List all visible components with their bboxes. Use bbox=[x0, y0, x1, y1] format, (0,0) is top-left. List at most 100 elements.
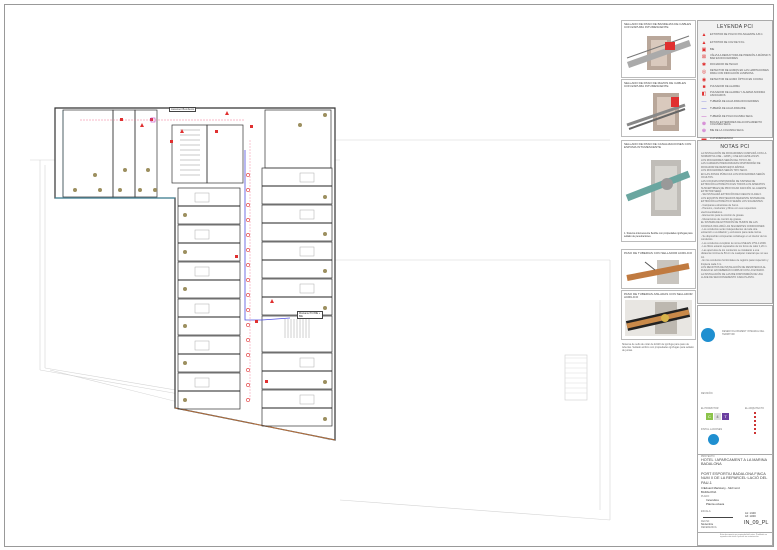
note-line: - En los conductos horizontales de regis… bbox=[701, 259, 769, 266]
plant bbox=[138, 188, 142, 192]
smoke-detector-icon bbox=[246, 338, 250, 342]
legend-item-label: ROCIADOR DE TECHO bbox=[710, 62, 739, 66]
smoke-detector-icon bbox=[246, 368, 250, 372]
legend-item: ◉DETECTOR DE HUMO ÓPTICO EN COCINA bbox=[698, 76, 772, 83]
plant bbox=[323, 417, 327, 421]
legend-item-label: PULSADOR DE ALARMA Y ALARMA SONORA ASOCI… bbox=[710, 91, 765, 97]
date-value: Noviembre bbox=[701, 523, 714, 526]
detail-caption: SELLADO DE PASO DE MAZOS DE CABLES CON E… bbox=[624, 81, 686, 89]
note-line: - Los conductos serán independientes de … bbox=[701, 227, 762, 235]
plant bbox=[183, 324, 187, 328]
site-stair bbox=[564, 354, 588, 401]
plan-name: Incendios bbox=[706, 498, 719, 502]
detail-caption: PASO DE TUBERIAS AISLADAS CON SELLADOR A… bbox=[624, 292, 693, 300]
note-line: - Se dispondrán compuertas cortafuego en… bbox=[701, 234, 767, 242]
smoke-detector-icon bbox=[246, 308, 250, 312]
note-line: LOS RECINTOS DE INSTALACIÓN DE RESISTENC… bbox=[701, 265, 766, 273]
detail-cable-tray: SELLADO DE PASO DE BANDEJAS DE CABLES CO… bbox=[621, 20, 696, 78]
legend-item: ⊠VÁLVULA REDUCTORA DE PRESIÓN A MÁXIMO 5… bbox=[698, 54, 772, 61]
smoke-detector-icon bbox=[246, 203, 250, 207]
alarm-button-icon bbox=[250, 125, 253, 128]
smoke-detector-icon bbox=[246, 173, 250, 177]
detail-image-cable-tray bbox=[626, 35, 691, 70]
extinguisher-icon bbox=[225, 111, 229, 115]
alarm-siren-icon: ◧ bbox=[701, 91, 707, 98]
plan-label-elevator: Ascensor Bomberos bbox=[169, 107, 197, 112]
plant bbox=[123, 168, 127, 172]
plan-floor: Planta octava bbox=[706, 502, 725, 506]
legend-item: ■PULSADOR DE ALARMA bbox=[698, 84, 772, 91]
dry-column-icon: ⊗ bbox=[701, 120, 707, 127]
dry-column-icon bbox=[150, 117, 156, 123]
plant bbox=[146, 168, 150, 172]
extinguisher-icon bbox=[270, 299, 274, 303]
smoke-detector-icon bbox=[246, 233, 250, 237]
detail-image-pipe-canal bbox=[625, 160, 691, 216]
notes-panel: NOTAS PCI LA INSTALACIÓN DE ROCIADORES C… bbox=[697, 140, 773, 304]
alarm-button-icon bbox=[120, 118, 123, 121]
scale-label: Escala: bbox=[701, 510, 712, 513]
facade-line bbox=[174, 407, 336, 441]
project-title: HOTEL I APARCAMENT A LA MARINA BADALONA bbox=[701, 458, 767, 467]
note-line: - Los filtros estarán separados de los f… bbox=[701, 245, 768, 249]
detail-image-pipe-acrylic bbox=[626, 260, 690, 284]
project-label: Proyecto: bbox=[701, 455, 716, 458]
footer-text: Este documento es propiedad del autor. P… bbox=[720, 534, 768, 539]
alarm-button-icon bbox=[215, 130, 218, 133]
extinguisher-icon bbox=[180, 129, 184, 133]
alarm-button-icon bbox=[170, 140, 173, 143]
smoke-detector-icon bbox=[246, 323, 250, 327]
detail-pipe-insulated: PASO DE TUBERIAS AISLADAS CON SELLADOR A… bbox=[621, 290, 696, 340]
plant bbox=[118, 188, 122, 192]
legend-item-label: EXTINTOR DE CO2 DE 5 KG bbox=[710, 40, 745, 44]
plant bbox=[323, 380, 327, 384]
scale-a3: A3: 1/200 bbox=[745, 515, 756, 518]
detail-caption: PASO DE TUBERIAS CON SELLADOR ACRILICO bbox=[624, 251, 693, 255]
scale-a1: A1: 1/100 bbox=[745, 512, 756, 515]
legend-item-label: DETECTOR DE HUMO ÓPTICO EN COCINA bbox=[710, 77, 763, 81]
legend-item: ✱ROCIADOR DE TECHO bbox=[698, 62, 772, 69]
extinguisher-co2-icon: ▲ bbox=[701, 39, 707, 46]
installer-logo bbox=[708, 434, 719, 445]
bed bbox=[194, 340, 210, 351]
note-line: - Las aperturas de los conductos se inst… bbox=[701, 248, 768, 259]
reference-label: Referencia: bbox=[701, 526, 718, 529]
note-line: LAS CAMARAS PRESURIZADAS DISPONDRÁN DE R… bbox=[701, 162, 761, 169]
detail-caption: SELLADO DE PASO DE BANDEJAS DE CABLES CO… bbox=[624, 22, 692, 30]
sprinkler-icon: ✱ bbox=[701, 61, 707, 68]
plant bbox=[73, 188, 77, 192]
legend-item-label: BIE DE LA COLUMNA SECA bbox=[710, 129, 744, 133]
plant bbox=[323, 306, 327, 310]
smoke-detector-room-icon: ◎ bbox=[701, 69, 707, 76]
plant bbox=[323, 113, 327, 117]
title-block: DESENVOLUPAMENT INTEGRAL DEL TERRITORI R… bbox=[697, 305, 773, 546]
architect-label: EL ARQUITECTO bbox=[745, 407, 764, 410]
note-line: - Los conductos cumplirán la norma UNE-E… bbox=[701, 241, 767, 245]
room bbox=[134, 109, 158, 198]
legend-item-label: DETECTOR DE HUMOS EN LAS HABITACIONES PA… bbox=[710, 68, 769, 75]
extinguisher-abc-icon: ▲ bbox=[701, 32, 707, 39]
plant bbox=[183, 213, 187, 217]
alarm-button-icon bbox=[235, 255, 238, 258]
drawing-sheet bbox=[4, 4, 774, 547]
bed bbox=[299, 394, 315, 405]
note-line: LOS ROCIADORES SERÁN DEL TIPO K-80. bbox=[701, 158, 752, 162]
smoke-detector-icon bbox=[246, 218, 250, 222]
promoter-label: EL PROMOTOR bbox=[701, 407, 719, 410]
legend-item: —TUBERÍA DE AGUA PARA ROCIADORES bbox=[698, 99, 772, 106]
note-line: LOS EQUIPOS PROTEGIDOS MEDIANTE SISTEMA … bbox=[701, 196, 765, 204]
company-line: DESENVOLUPAMENT INTEGRAL DEL TERRITORI bbox=[722, 330, 765, 336]
bed bbox=[299, 357, 315, 368]
detail-cable-bundle: SELLADO DE PASO DE MAZOS DE CABLES CON E… bbox=[621, 79, 696, 137]
plan-label-riser: Montante PCI BIE + BIE bbox=[297, 311, 323, 319]
legend-item: ⊕BIE DE LA COLUMNA SECA bbox=[698, 128, 772, 135]
extinguisher-icon bbox=[140, 123, 144, 127]
smoke-detector-icon bbox=[246, 353, 250, 357]
alarm-button-icon bbox=[265, 380, 268, 383]
alarm-button-icon bbox=[255, 320, 258, 323]
smoke-detector-icon bbox=[246, 248, 250, 252]
note-line: LA INSTALACIÓN DE ROCIADORES CUMPLIRÁ CO… bbox=[701, 152, 767, 159]
smoke-detector-icon bbox=[246, 398, 250, 402]
note-line: EL SISTEMA DE EXTINCIÓN DE HUMOS DE LAS … bbox=[701, 221, 766, 228]
legend-panel: LEYENDA PCI ▲EXTINTOR DE POLVO POLIVALEN… bbox=[697, 20, 773, 141]
